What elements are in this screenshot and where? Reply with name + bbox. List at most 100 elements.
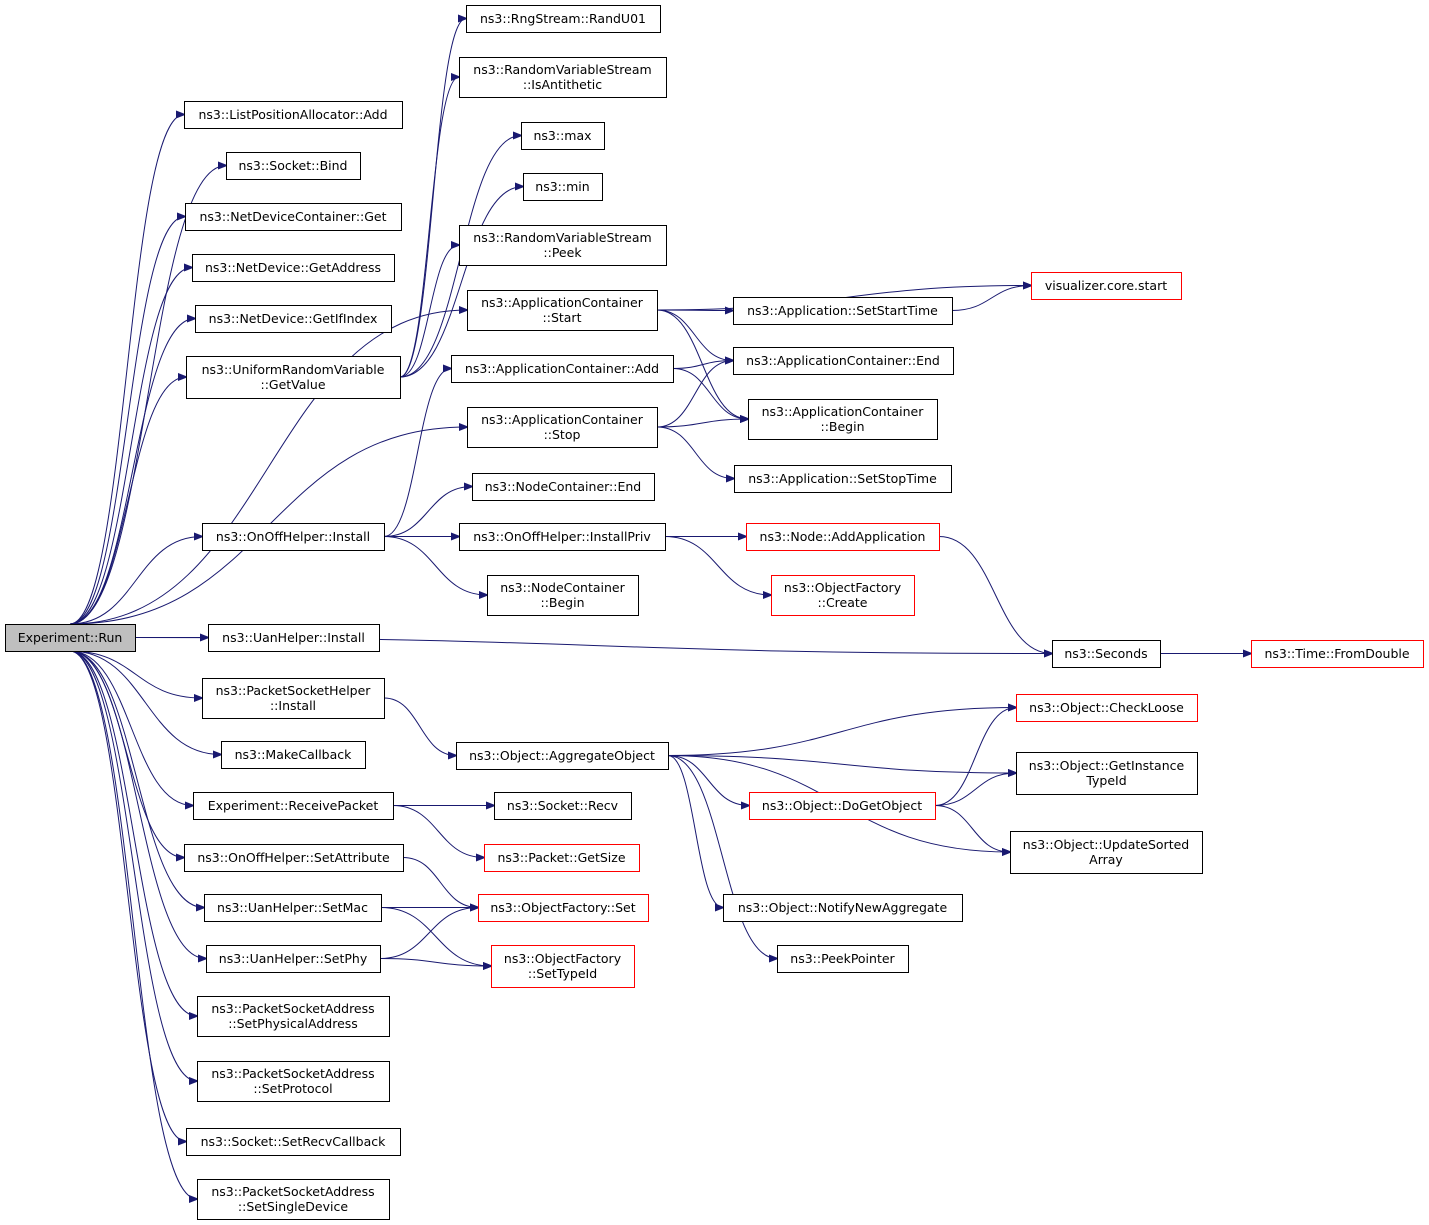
node-psa-setphys[interactable]: ns3::PacketSocketAddress::SetPhysicalAdd… — [197, 996, 390, 1037]
node-onoff-setattr[interactable]: ns3::OnOffHelper::SetAttribute — [184, 844, 404, 872]
node-sock-setrecvcb[interactable]: ns3::Socket::SetRecvCallback — [186, 1128, 401, 1156]
node-rvs-isanti[interactable]: ns3::RandomVariableStream::IsAntithetic — [459, 57, 667, 98]
node-box[interactable] — [5, 624, 136, 652]
node-pkt-getsize[interactable]: ns3::Packet::GetSize — [484, 844, 640, 872]
node-min[interactable]: ns3::min — [523, 173, 603, 201]
node-box[interactable] — [734, 465, 952, 493]
node-box[interactable] — [771, 575, 915, 616]
node-box[interactable] — [723, 894, 963, 922]
node-box[interactable] — [521, 122, 605, 150]
node-lpa-add[interactable]: ns3::ListPositionAllocator::Add — [184, 101, 403, 129]
node-box[interactable] — [451, 355, 674, 383]
node-box[interactable] — [197, 1179, 390, 1220]
node-box[interactable] — [467, 407, 658, 448]
node-box[interactable] — [456, 742, 669, 770]
node-box[interactable] — [733, 347, 954, 375]
node-app-setstop[interactable]: ns3::Application::SetStopTime — [734, 465, 952, 493]
node-box[interactable] — [1251, 640, 1424, 668]
node-obj-dogetobject[interactable]: ns3::Object::DoGetObject — [749, 792, 936, 820]
node-box[interactable] — [186, 356, 401, 399]
node-psa-setsingle[interactable]: ns3::PacketSocketAddress::SetSingleDevic… — [197, 1179, 390, 1220]
node-box[interactable] — [184, 101, 403, 129]
node-box[interactable] — [202, 678, 385, 719]
node-box[interactable] — [749, 792, 936, 820]
node-box[interactable] — [459, 225, 667, 266]
node-max[interactable]: ns3::max — [521, 122, 605, 150]
node-box[interactable] — [467, 290, 658, 331]
node-ac-add[interactable]: ns3::ApplicationContainer::Add — [451, 355, 674, 383]
node-urv-getvalue[interactable]: ns3::UniformRandomVariable::GetValue — [186, 356, 401, 399]
node-ac-stop[interactable]: ns3::ApplicationContainer::Stop — [467, 407, 658, 448]
node-seconds[interactable]: ns3::Seconds — [1052, 640, 1161, 668]
node-rng-randu01[interactable]: ns3::RngStream::RandU01 — [466, 5, 661, 33]
node-run[interactable]: Experiment::Run — [5, 624, 136, 652]
node-box[interactable] — [204, 894, 382, 922]
node-box[interactable] — [466, 5, 661, 33]
node-rvs-peek[interactable]: ns3::RandomVariableStream::Peek — [459, 225, 667, 266]
node-box[interactable] — [777, 945, 909, 973]
node-ndc-get[interactable]: ns3::NetDeviceContainer::Get — [185, 203, 402, 231]
node-nd-getaddr[interactable]: ns3::NetDevice::GetAddress — [192, 254, 395, 282]
node-ac-start[interactable]: ns3::ApplicationContainer::Start — [467, 290, 658, 331]
node-exp-receive[interactable]: Experiment::ReceivePacket — [193, 792, 394, 820]
node-time-fromdouble[interactable]: ns3::Time::FromDouble — [1251, 640, 1424, 668]
node-sock-bind[interactable]: ns3::Socket::Bind — [226, 152, 361, 180]
node-uan-setphy[interactable]: ns3::UanHelper::SetPhy — [206, 945, 381, 973]
node-obj-checkloose[interactable]: ns3::Object::CheckLoose — [1016, 694, 1198, 722]
node-box[interactable] — [221, 741, 366, 769]
node-box[interactable] — [1016, 752, 1198, 795]
node-uan-setmac[interactable]: ns3::UanHelper::SetMac — [204, 894, 382, 922]
node-viz-start[interactable]: visualizer.core.start — [1031, 272, 1182, 300]
node-of-settypeid[interactable]: ns3::ObjectFactory::SetTypeId — [491, 945, 635, 988]
node-app-setstart[interactable]: ns3::Application::SetStartTime — [733, 297, 953, 325]
node-box[interactable] — [226, 152, 361, 180]
node-node-addapp[interactable]: ns3::Node::AddApplication — [746, 523, 940, 551]
node-box[interactable] — [186, 1128, 401, 1156]
node-box[interactable] — [1010, 831, 1203, 874]
node-psh-install[interactable]: ns3::PacketSocketHelper::Install — [202, 678, 385, 719]
node-obj-aggregate[interactable]: ns3::Object::AggregateObject — [456, 742, 669, 770]
node-sock-recv[interactable]: ns3::Socket::Recv — [494, 792, 632, 820]
node-box[interactable] — [208, 624, 380, 652]
node-box[interactable] — [484, 844, 640, 872]
node-of-create[interactable]: ns3::ObjectFactory::Create — [771, 575, 915, 616]
node-box[interactable] — [1052, 640, 1161, 668]
node-nd-getifidx[interactable]: ns3::NetDevice::GetIfIndex — [195, 305, 392, 333]
node-nc-end[interactable]: ns3::NodeContainer::End — [472, 473, 655, 501]
node-box[interactable] — [184, 844, 404, 872]
node-box[interactable] — [206, 945, 381, 973]
node-box[interactable] — [1016, 694, 1198, 722]
node-box[interactable] — [733, 297, 953, 325]
node-box[interactable] — [197, 1061, 390, 1102]
node-box[interactable] — [185, 203, 402, 231]
node-box[interactable] — [193, 792, 394, 820]
node-obj-notify[interactable]: ns3::Object::NotifyNewAggregate — [723, 894, 963, 922]
node-uan-install[interactable]: ns3::UanHelper::Install — [208, 624, 380, 652]
node-box[interactable] — [192, 254, 395, 282]
node-box[interactable] — [197, 996, 390, 1037]
node-box[interactable] — [478, 894, 649, 922]
node-peekpointer[interactable]: ns3::PeekPointer — [777, 945, 909, 973]
node-box[interactable] — [494, 792, 632, 820]
node-box[interactable] — [748, 399, 938, 440]
node-box[interactable] — [202, 523, 385, 551]
node-onoff-installpriv[interactable]: ns3::OnOffHelper::InstallPriv — [459, 523, 666, 551]
node-box[interactable] — [1031, 272, 1182, 300]
node-box[interactable] — [459, 57, 667, 98]
node-box[interactable] — [195, 305, 392, 333]
node-box[interactable] — [523, 173, 603, 201]
node-makecallback[interactable]: ns3::MakeCallback — [221, 741, 366, 769]
node-box[interactable] — [487, 575, 639, 616]
node-nc-begin[interactable]: ns3::NodeContainer::Begin — [487, 575, 639, 616]
node-ac-end[interactable]: ns3::ApplicationContainer::End — [733, 347, 954, 375]
node-box[interactable] — [491, 945, 635, 988]
node-box[interactable] — [746, 523, 940, 551]
node-onoff-install[interactable]: ns3::OnOffHelper::Install — [202, 523, 385, 551]
node-box[interactable] — [459, 523, 666, 551]
node-ac-begin[interactable]: ns3::ApplicationContainer::Begin — [748, 399, 938, 440]
node-box[interactable] — [472, 473, 655, 501]
node-of-set[interactable]: ns3::ObjectFactory::Set — [478, 894, 649, 922]
node-psa-setproto[interactable]: ns3::PacketSocketAddress::SetProtocol — [197, 1061, 390, 1102]
